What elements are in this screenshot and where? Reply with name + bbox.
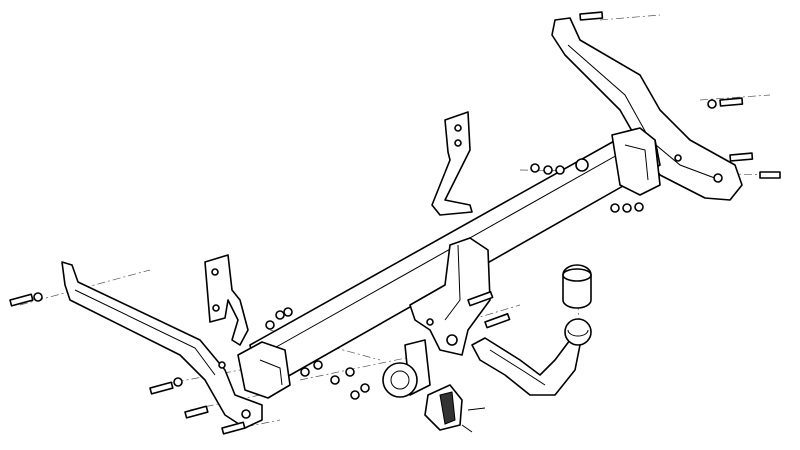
left-mounting-plate — [204, 254, 249, 346]
bolt — [9, 292, 43, 307]
bolt — [759, 171, 781, 179]
bolt — [579, 11, 604, 21]
bolt — [221, 421, 246, 435]
electrical-socket — [382, 339, 486, 433]
right-side-bracket — [551, 17, 743, 201]
bolt — [184, 405, 209, 419]
tow-ball-cap — [562, 264, 592, 309]
bolt — [467, 290, 494, 307]
bolts-and-nuts — [9, 11, 781, 435]
bolt — [149, 377, 183, 395]
bolt — [707, 97, 744, 109]
left-side-bracket — [61, 261, 263, 429]
center-bracket — [409, 237, 491, 356]
tow-ball-neck — [471, 318, 592, 396]
right-mounting-plate — [431, 111, 473, 216]
bolt — [484, 312, 511, 329]
bolt — [729, 152, 754, 162]
